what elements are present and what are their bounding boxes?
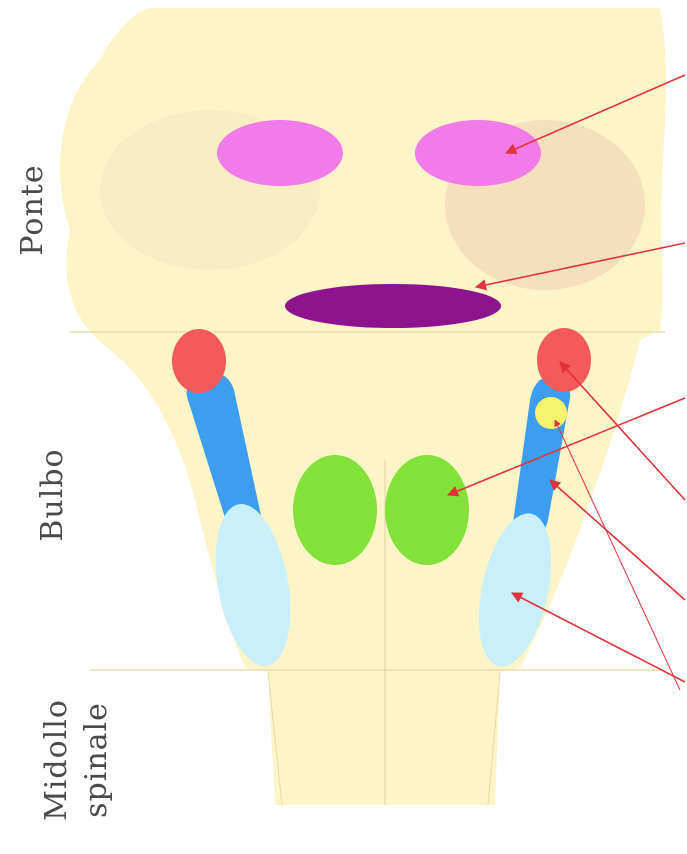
yellow-nucleus [535,397,567,429]
pink-nucleus-left [217,120,343,186]
label-midollo: Midollo [39,699,74,821]
purple-nucleus [285,284,501,328]
red-nucleus-right [537,328,591,392]
red-nucleus-left [172,329,226,393]
arrow-light-blue-tract [512,593,685,682]
green-nucleus-right [385,455,469,565]
label-bulbo: Bulbo [35,448,70,541]
label-spinale: spinale [79,702,114,818]
pink-nucleus-right [415,120,541,186]
arrow-yellow-nucleus [555,420,680,690]
green-nucleus-left [293,455,377,565]
label-ponte: Ponte [15,164,50,255]
